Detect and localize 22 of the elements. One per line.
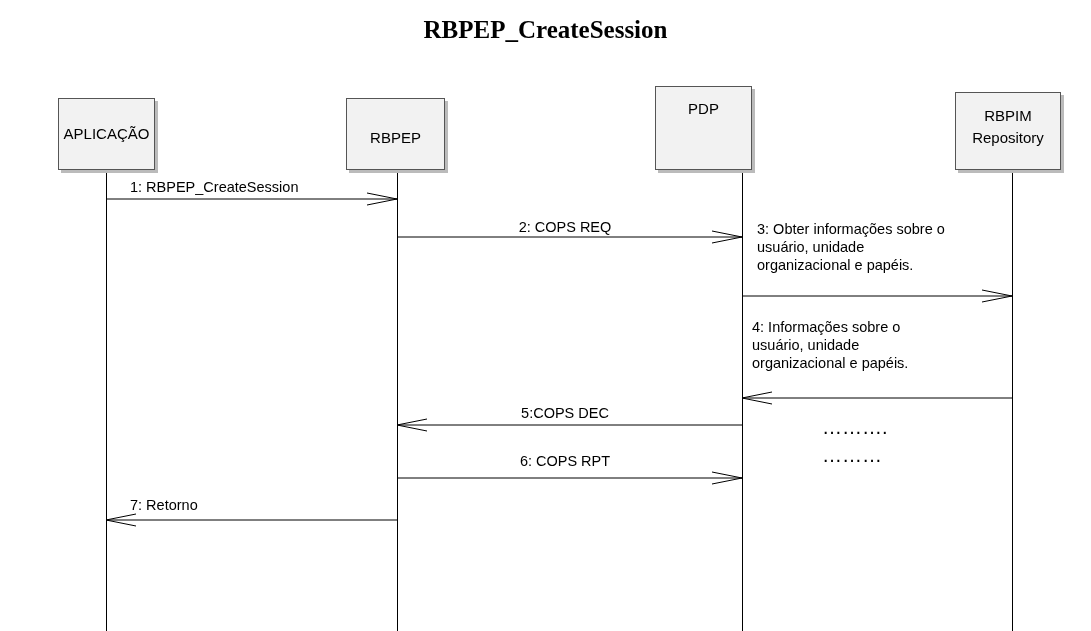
message-label: 3: Obter informações sobre o usuário, unidade organizacional e papéis. (757, 220, 946, 274)
ellipsis-dots: ……… (822, 446, 882, 464)
message-arrow (396, 471, 743, 485)
ellipsis-dots: ………. (822, 418, 888, 436)
message-label: 5:COPS DEC (520, 404, 610, 422)
message-label: 6: COPS RPT (518, 452, 612, 470)
message-arrow (396, 418, 743, 432)
lifeline-name: PDP (687, 100, 720, 117)
message-arrow (105, 513, 398, 527)
message-arrow (741, 289, 1013, 303)
message-arrow (105, 192, 398, 206)
message-arrow (396, 230, 743, 244)
diagram-title: RBPEP_CreateSession (422, 16, 669, 44)
lifeline-name: RBPEP (369, 129, 422, 146)
lifeline-name: APLICAÇÃO (62, 125, 151, 142)
message-arrow (741, 391, 1013, 405)
message-label: 2: COPS REQ (517, 218, 613, 236)
message-label: 1: RBPEP_CreateSession (130, 178, 300, 196)
message-label: 7: Retorno (130, 496, 199, 514)
lifeline-name: Repository (971, 129, 1045, 146)
lifeline-name: RBPIM (983, 107, 1033, 124)
message-label: 4: Informações sobre o usuário, unidade organizacional e papéis. (752, 318, 910, 372)
